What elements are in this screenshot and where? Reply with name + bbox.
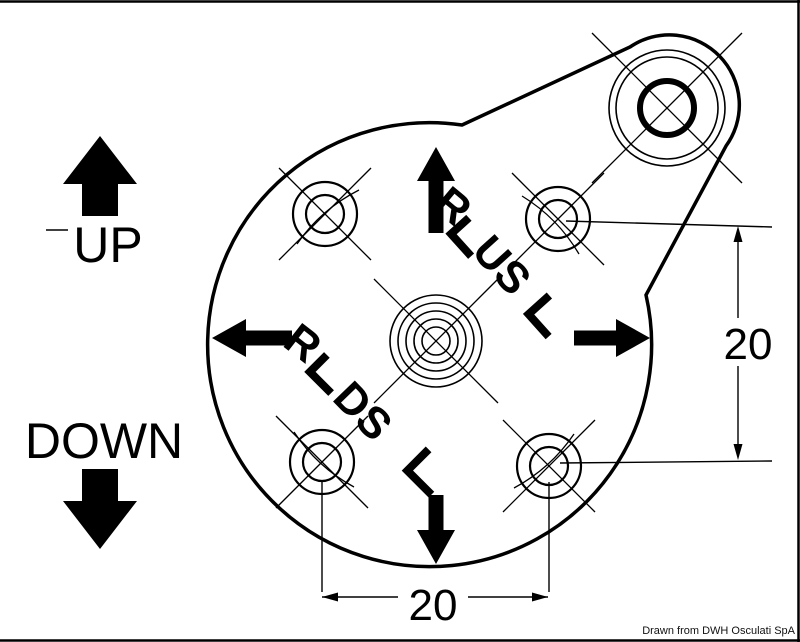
hole-outer bbox=[524, 185, 592, 253]
dim-arrowhead-icon bbox=[322, 592, 338, 602]
embossed-text-top: US bbox=[463, 226, 540, 304]
bend-bracket-icon bbox=[445, 214, 475, 259]
hub-ring bbox=[389, 294, 483, 388]
down-indicator: DOWN bbox=[25, 413, 183, 549]
center-hub bbox=[373, 278, 499, 404]
down-block-arrow-icon bbox=[63, 469, 137, 549]
bend-bracket-icon bbox=[304, 352, 334, 396]
extension-line bbox=[565, 220, 773, 228]
crosshair-line bbox=[275, 415, 369, 509]
hole-inner bbox=[304, 193, 346, 235]
boss-ring-outer bbox=[608, 49, 726, 167]
embossed-us: US bbox=[463, 226, 540, 304]
bend-bracket-icon bbox=[401, 446, 435, 498]
crosshair-line bbox=[511, 172, 605, 266]
hub-crosshair-line bbox=[373, 278, 499, 404]
boss-bore bbox=[637, 78, 697, 138]
crosshair-line bbox=[278, 167, 372, 261]
dimension-bottom: 20 bbox=[321, 480, 550, 630]
bolt-circle-arc bbox=[521, 195, 580, 255]
mount-boss bbox=[591, 32, 743, 184]
extension-line bbox=[559, 460, 773, 464]
hub-ring bbox=[413, 318, 459, 364]
embossed-bracket-2 bbox=[522, 292, 553, 340]
down-label: DOWN bbox=[25, 413, 183, 469]
up-label: UP bbox=[73, 217, 142, 273]
embossed-bracket-1 bbox=[445, 214, 475, 259]
arrow-up-icon bbox=[417, 147, 455, 233]
hub-ring bbox=[405, 310, 467, 372]
boss-crosshair-line bbox=[591, 32, 743, 184]
hole-outer bbox=[291, 180, 359, 248]
bend-bracket-icon bbox=[522, 292, 553, 340]
up-indicator: UP bbox=[46, 136, 143, 273]
credit-text: Drawn from DWH Osculati SpA bbox=[642, 625, 795, 637]
embossed-text-bottom: DS bbox=[324, 372, 402, 450]
arrow-right-icon bbox=[574, 319, 650, 357]
dim-arrowhead-icon bbox=[532, 592, 548, 602]
hub-ring bbox=[397, 302, 475, 380]
dimension-right-value: 20 bbox=[724, 320, 773, 369]
bolt-hole-top-left bbox=[278, 167, 372, 261]
up-block-arrow-icon bbox=[63, 136, 137, 216]
arrow-down-icon bbox=[417, 495, 455, 564]
embossed-bracket-3 bbox=[304, 352, 334, 396]
hole-inner bbox=[537, 198, 579, 240]
dimension-right: 20 bbox=[559, 220, 773, 464]
dimension-bottom-value: 20 bbox=[409, 581, 458, 630]
crosshair-line bbox=[502, 419, 596, 513]
hub-ring bbox=[421, 326, 451, 356]
embossed-bracket-4 bbox=[401, 446, 435, 498]
dim-arrowhead-icon bbox=[733, 444, 743, 460]
bolt-hole-top-right bbox=[511, 172, 605, 266]
dim-arrowhead-icon bbox=[733, 226, 743, 242]
arrow-left-icon bbox=[212, 319, 292, 357]
part-outline bbox=[205, 33, 742, 569]
embossed-ds: DS bbox=[324, 372, 402, 450]
boss-ring-mid bbox=[615, 56, 719, 160]
